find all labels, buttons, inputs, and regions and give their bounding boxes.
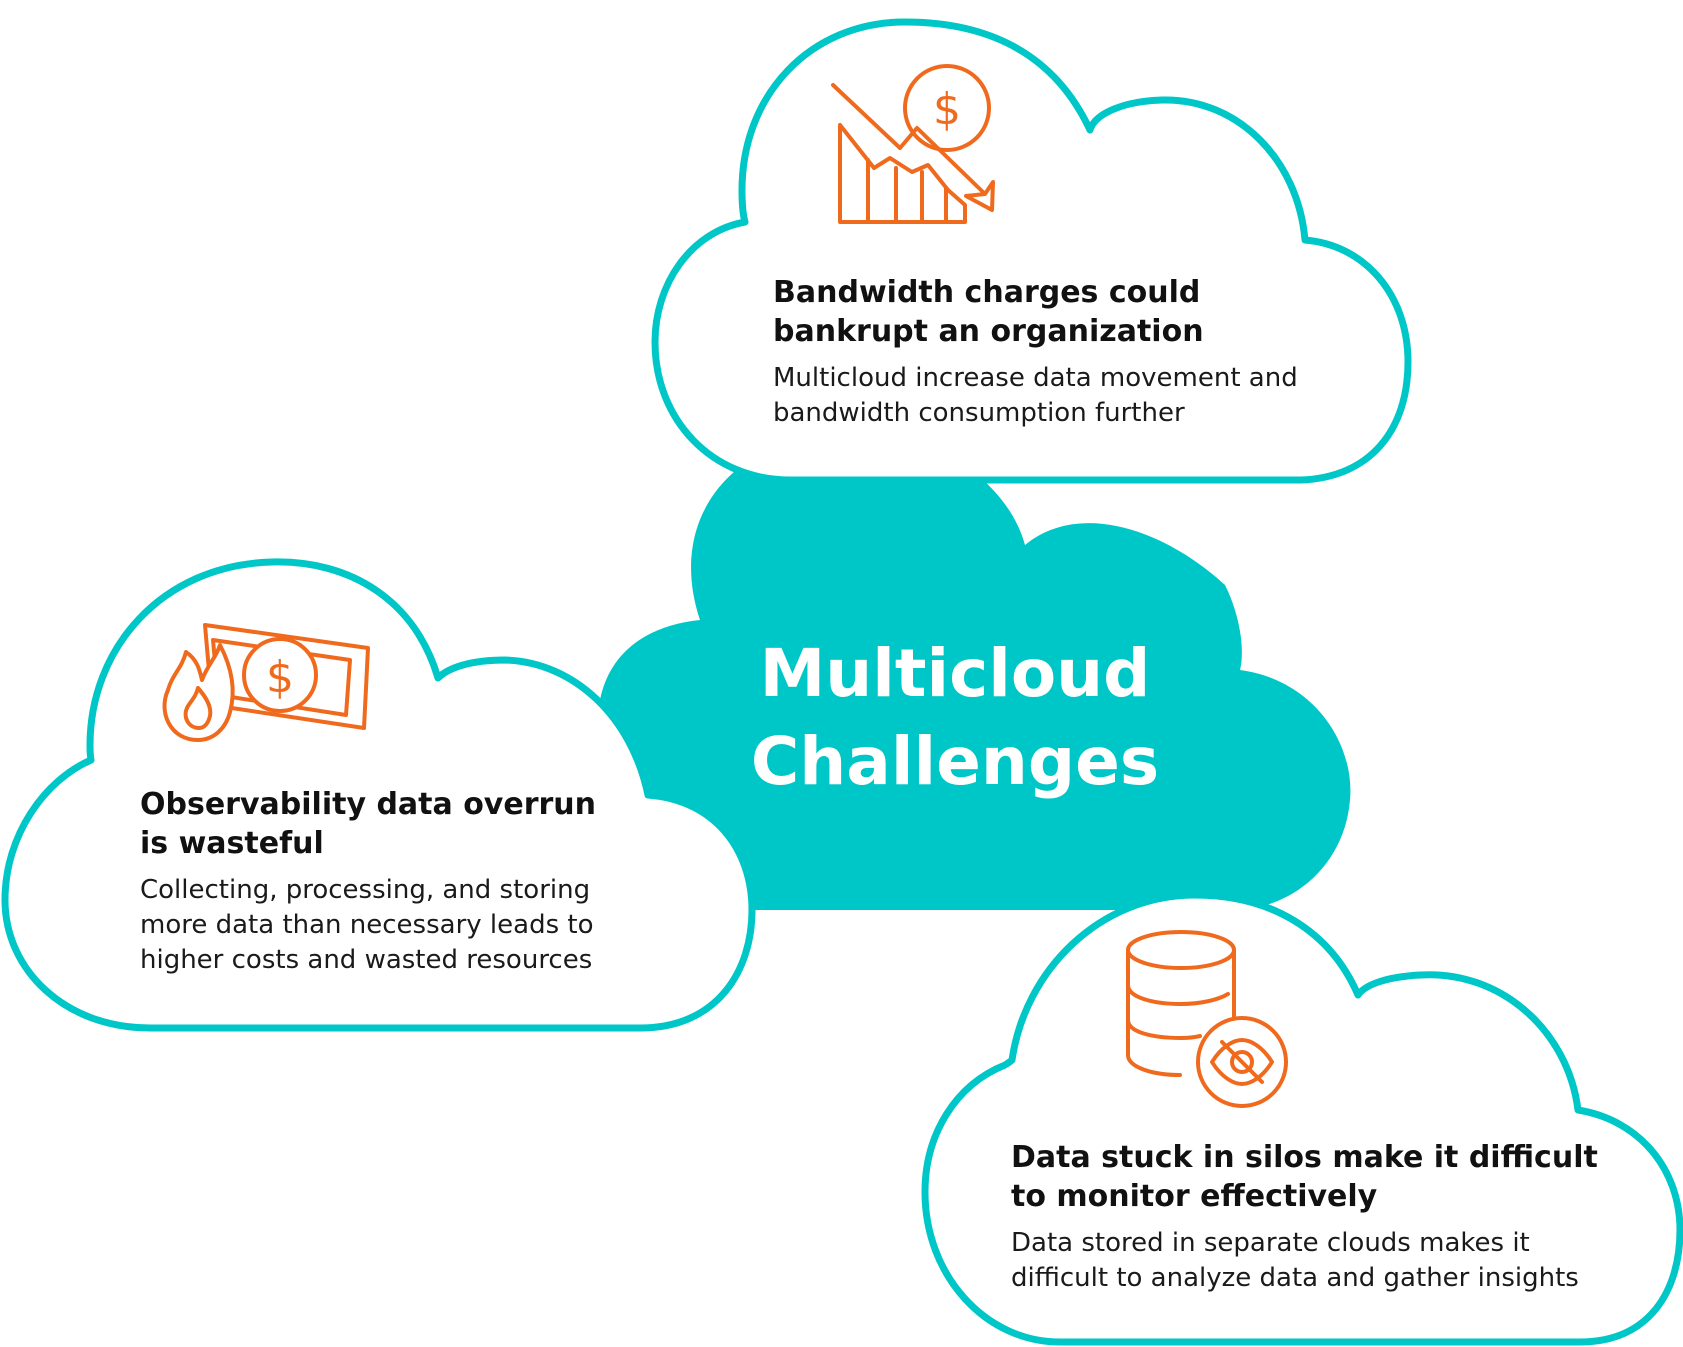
- left-cloud-heading: Observability data overrun is wasteful: [140, 787, 597, 861]
- top-cloud-heading: Bandwidth charges could bankrupt an orga…: [773, 275, 1204, 349]
- burning-money-icon: $: [162, 623, 370, 742]
- right-cloud-text: Data stuck in silos make it difficult to…: [1011, 1138, 1651, 1296]
- right-cloud: [921, 891, 1683, 1346]
- center-title: Multicloud Challenges: [750, 635, 1160, 800]
- center-cloud: [600, 435, 1351, 910]
- svg-text:$: $: [933, 84, 961, 135]
- database-hidden-icon: [1126, 930, 1288, 1108]
- left-cloud-body: Collecting, processing, and storing more…: [140, 875, 594, 975]
- right-cloud-heading: Data stuck in silos make it difficult to…: [1011, 1140, 1598, 1214]
- top-cloud-text: Bandwidth charges could bankrupt an orga…: [773, 273, 1413, 431]
- right-cloud-body: Data stored in separate clouds makes it …: [1011, 1228, 1579, 1293]
- svg-text:$: $: [266, 652, 294, 703]
- top-cloud-body: Multicloud increase data movement and ba…: [773, 363, 1298, 428]
- top-cloud: [651, 18, 1412, 484]
- left-cloud-text: Observability data overrun is wasteful C…: [140, 785, 660, 978]
- falling-cost-chart-icon: $: [831, 64, 995, 224]
